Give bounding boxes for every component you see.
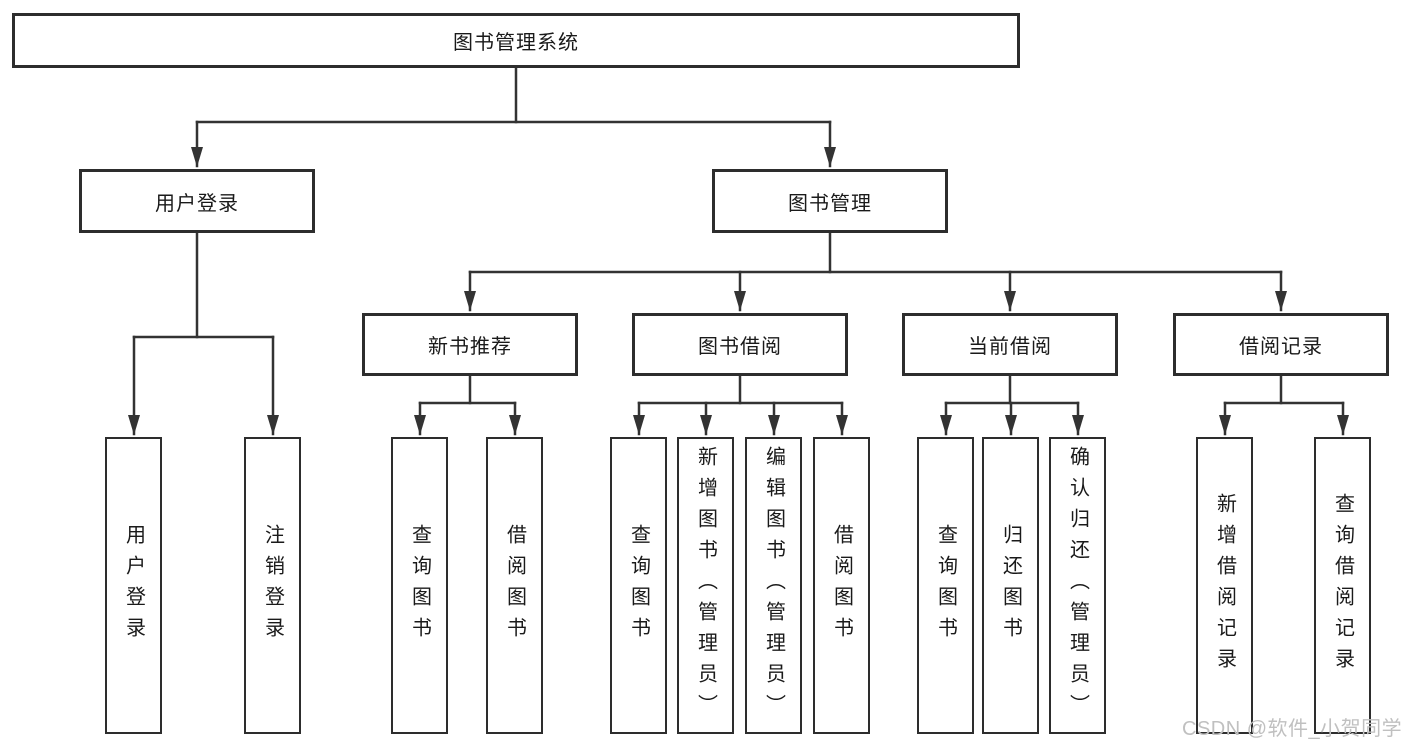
leaf-user-login: 用户登录 bbox=[105, 437, 162, 734]
node-borrow-records-label: 借阅记录 bbox=[1239, 336, 1323, 358]
node-user-login: 用户登录 bbox=[79, 169, 315, 233]
node-book-management-label: 图书管理 bbox=[788, 192, 872, 215]
leaf-query-book-label: 查询图书 bbox=[934, 523, 957, 648]
leaf-borrow-book-label: 借阅图书 bbox=[503, 523, 526, 648]
leaf-query-book-label: 查询图书 bbox=[627, 523, 650, 648]
node-borrow-records: 借阅记录 bbox=[1173, 313, 1389, 376]
leaf-add-borrow-record-label: 新增借阅记录 bbox=[1213, 492, 1236, 679]
node-book-management: 图书管理 bbox=[712, 169, 948, 233]
node-new-book-recommend-label: 新书推荐 bbox=[428, 336, 512, 358]
csdn-watermark: CSDN @软件_小贺同学 bbox=[1182, 718, 1403, 740]
leaf-add-borrow-record: 新增借阅记录 bbox=[1196, 437, 1253, 734]
leaf-query-book: 查询图书 bbox=[917, 437, 974, 734]
leaf-query-book: 查询图书 bbox=[610, 437, 667, 734]
leaf-query-book: 查询图书 bbox=[391, 437, 448, 734]
leaf-borrow-book: 借阅图书 bbox=[486, 437, 543, 734]
leaf-query-borrow-record-label: 查询借阅记录 bbox=[1331, 492, 1354, 679]
node-root-label: 图书管理系统 bbox=[453, 32, 579, 54]
leaf-logout-label: 注销登录 bbox=[261, 523, 284, 648]
leaf-edit-book-admin-label: 编辑图书（管理员） bbox=[762, 446, 785, 725]
node-root: 图书管理系统 bbox=[12, 13, 1020, 68]
node-book-borrow-label: 图书借阅 bbox=[698, 336, 782, 358]
leaf-return-book-label: 归还图书 bbox=[999, 523, 1022, 648]
leaf-borrow-book: 借阅图书 bbox=[813, 437, 870, 734]
leaf-confirm-return-admin-label: 确认归还（管理员） bbox=[1066, 446, 1089, 725]
node-current-borrow: 当前借阅 bbox=[902, 313, 1118, 376]
leaf-return-book: 归还图书 bbox=[982, 437, 1039, 734]
node-current-borrow-label: 当前借阅 bbox=[968, 336, 1052, 358]
node-user-login-label: 用户登录 bbox=[155, 192, 239, 215]
leaf-confirm-return-admin: 确认归还（管理员） bbox=[1049, 437, 1106, 734]
leaf-query-book-label: 查询图书 bbox=[408, 523, 431, 648]
leaf-edit-book-admin: 编辑图书（管理员） bbox=[745, 437, 802, 734]
leaf-query-borrow-record: 查询借阅记录 bbox=[1314, 437, 1371, 734]
leaf-add-book-admin-label: 新增图书（管理员） bbox=[694, 446, 717, 725]
node-new-book-recommend: 新书推荐 bbox=[362, 313, 578, 376]
node-book-borrow: 图书借阅 bbox=[632, 313, 848, 376]
leaf-user-login-label: 用户登录 bbox=[122, 523, 145, 648]
leaf-add-book-admin: 新增图书（管理员） bbox=[677, 437, 734, 734]
leaf-logout: 注销登录 bbox=[244, 437, 301, 734]
leaf-borrow-book-label: 借阅图书 bbox=[830, 523, 853, 648]
